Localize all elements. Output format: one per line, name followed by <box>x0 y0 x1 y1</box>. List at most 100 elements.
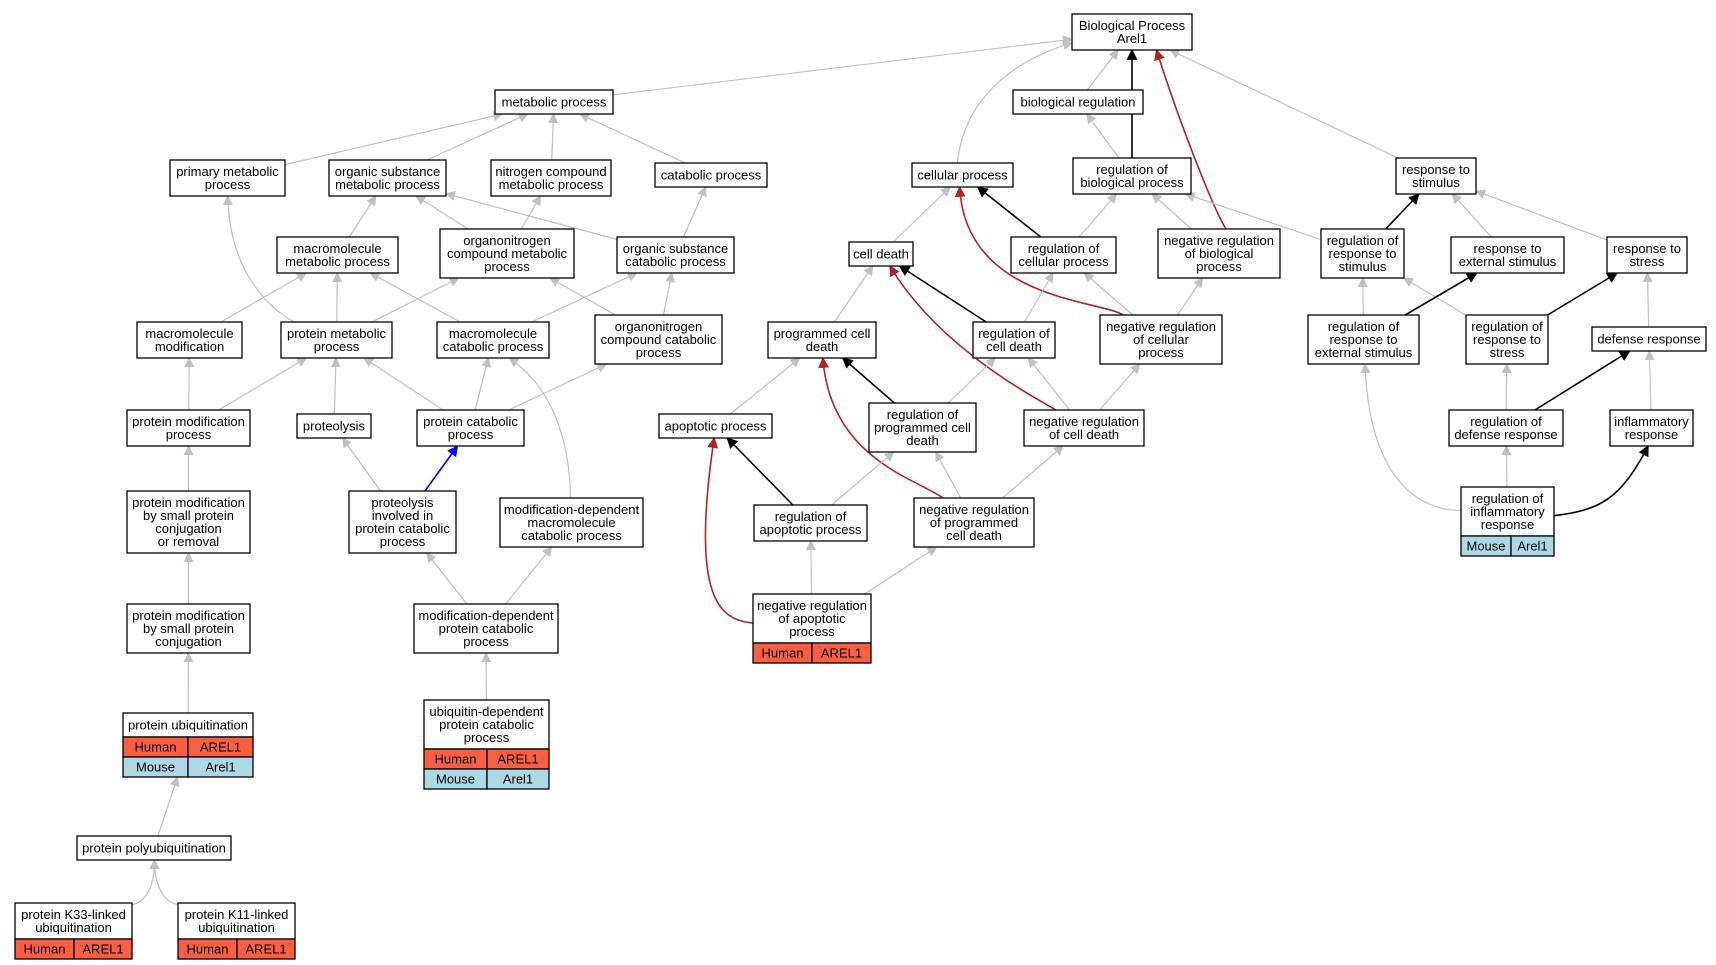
node-label-line: external stimulus <box>1315 345 1413 360</box>
edge-neg_cell-to-reg_cell <box>1083 272 1134 316</box>
node-label-line: inflammatory <box>1614 414 1689 429</box>
node-cellular[interactable]: cellular process <box>911 162 1014 188</box>
node-label-line: cellular process <box>917 168 1008 183</box>
edge-proteolysis_cat-to-proteolysis <box>341 437 381 492</box>
edge-macro_cat-to-macro_met <box>369 272 461 323</box>
node-box <box>499 497 644 548</box>
node-polyubiq[interactable]: protein polyubiquitination <box>76 835 232 861</box>
node-label-line: stress <box>1630 254 1665 269</box>
edge-neg_apop-to-apoptotic <box>704 436 754 624</box>
node-bioreg[interactable]: biological regulation <box>1012 89 1144 115</box>
gene-cell <box>73 938 133 960</box>
node-label-line: of cell death <box>1049 427 1119 442</box>
node-defense[interactable]: defense response <box>1591 326 1707 352</box>
edge-resp_stim-to-root <box>1169 49 1399 159</box>
node-label-line: Arel1 <box>1117 31 1147 46</box>
edge-neg_cell-to-cellular <box>954 185 1124 316</box>
node-box <box>753 504 868 542</box>
edge-reg_resp_stim-to-regbio <box>1184 192 1322 241</box>
edge-moddep_macro-to-macro_cat <box>508 357 572 499</box>
node-metabolic[interactable]: metabolic process <box>494 89 614 115</box>
edge-orgnit_met-to-nitrogen <box>520 195 542 230</box>
edge-neg_prog-to-prog_death <box>818 356 944 499</box>
node-box <box>76 835 232 861</box>
node-cell_death[interactable]: cell death <box>848 241 914 267</box>
species-label: Mouse <box>1466 539 1505 554</box>
node-proteolysis[interactable]: proteolysis <box>296 413 372 439</box>
node-label-line: metabolic process <box>499 177 604 192</box>
node-catabolic[interactable]: catabolic process <box>654 162 768 188</box>
edge-resp_stress-to-resp_stim <box>1475 189 1608 241</box>
node-label-line: response to <box>1474 241 1542 256</box>
node-box <box>439 228 575 279</box>
node-box <box>126 490 251 554</box>
node-apoptotic[interactable]: apoptotic process <box>658 413 773 439</box>
edge-metabolic-to-root <box>612 35 1073 96</box>
node-label-line: biological regulation <box>1021 95 1136 110</box>
node-moddep_macro[interactable]: modification-dependentmacromoleculecatab… <box>499 497 644 548</box>
node-label-line: regulation of <box>1096 162 1168 177</box>
node-box <box>658 413 773 439</box>
node-label-line: death <box>806 339 839 354</box>
node-label-line: Biological Process <box>1079 18 1186 33</box>
node-box <box>126 409 251 447</box>
node-box <box>126 603 251 654</box>
edge-reg_resp_stress-to-reg_resp_stim <box>1402 277 1467 316</box>
node-box <box>594 314 723 365</box>
node-label-line: cell death <box>986 339 1042 354</box>
node-label-line: apoptotic process <box>665 419 767 434</box>
edge-reg_apop-to-apoptotic <box>726 437 794 506</box>
edge-macro_met-to-organic_sub <box>348 195 377 238</box>
node-label-line: macromolecule <box>449 326 537 341</box>
edge-neg_prog-to-reg_prog <box>935 451 962 499</box>
node-label-line: cellular process <box>1018 254 1109 269</box>
node-label-line: process <box>484 259 530 274</box>
node-label-line: process <box>636 345 682 360</box>
node-label-line: programmed cell <box>874 420 971 435</box>
node-box <box>416 409 525 447</box>
node-label-line: protein modification <box>132 608 245 623</box>
